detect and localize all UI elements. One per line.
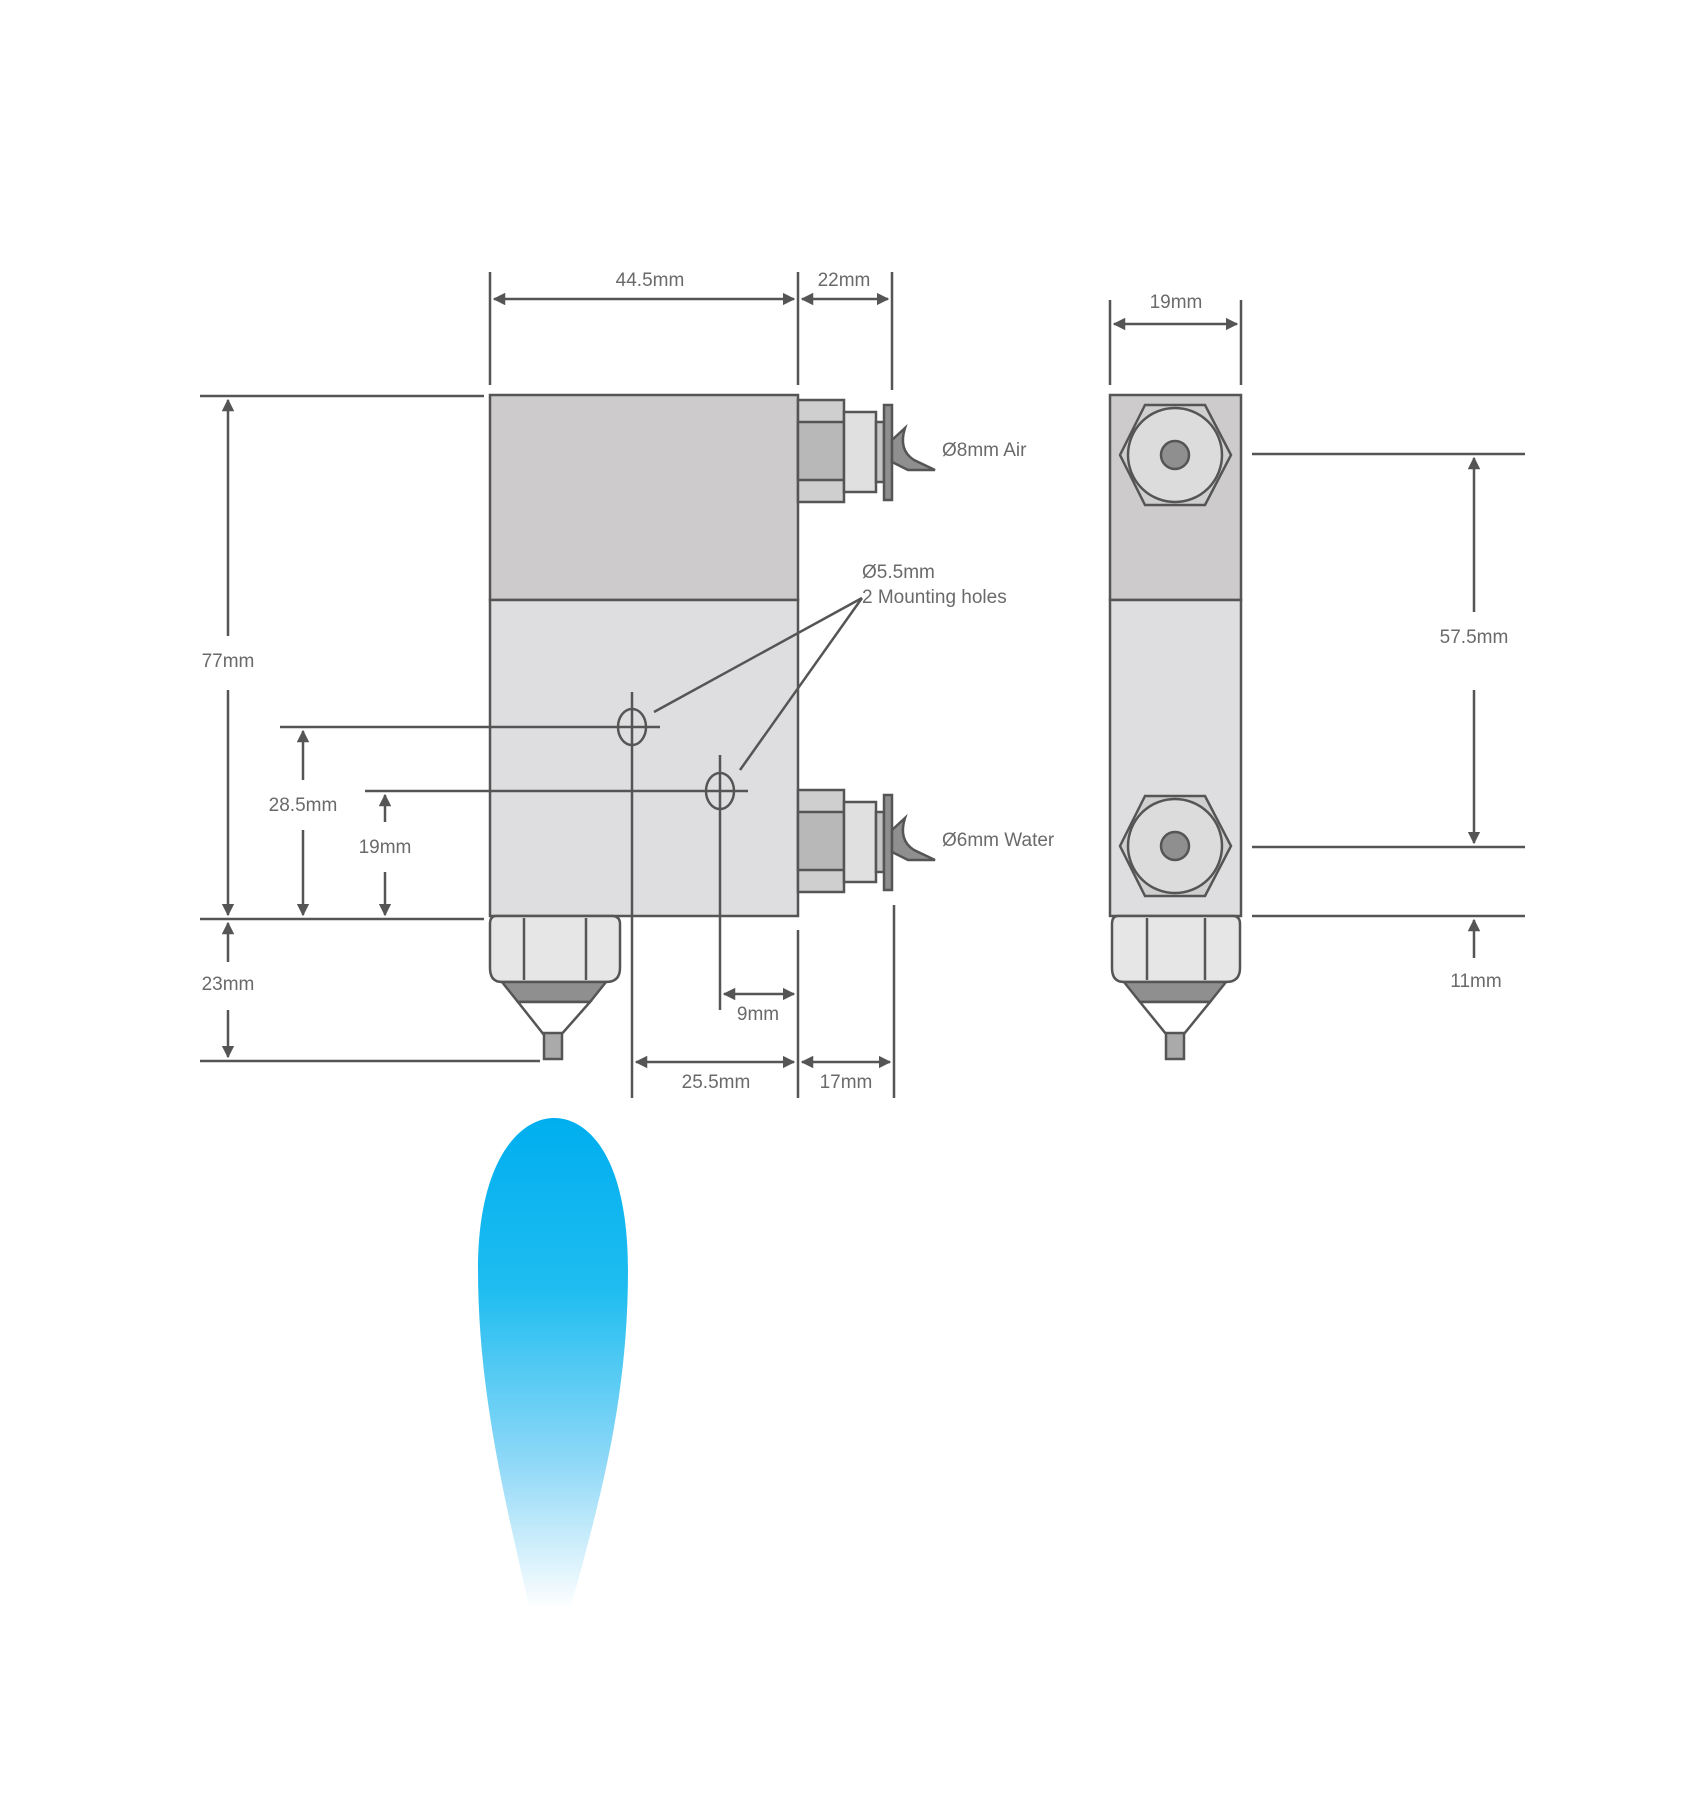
side-port-lower — [1118, 794, 1233, 898]
dim-fitting-length: 22mm — [818, 270, 871, 291]
air-fitting — [796, 398, 936, 504]
side-view: 19mm 57.5mm 11mm — [1108, 292, 1525, 1061]
label-holes-desc: 2 Mounting holes — [862, 587, 1007, 608]
dim-hole2-height: 19mm — [359, 837, 412, 858]
side-dim-width: 19mm — [1150, 292, 1203, 313]
dim-hole-offset: 9mm — [737, 1004, 779, 1025]
side-port-upper — [1118, 403, 1233, 507]
nozzle — [488, 914, 622, 1061]
dim-hole-to-side: 25.5mm — [682, 1072, 751, 1093]
side-nozzle — [1110, 914, 1242, 1061]
side-dim-port-spacing: 57.5mm — [1440, 627, 1509, 648]
label-air: Ø8mm Air — [942, 440, 1027, 461]
water-fitting — [796, 788, 936, 894]
body-lower — [488, 598, 800, 918]
label-water: Ø6mm Water — [942, 830, 1055, 851]
side-dim-bottom-offset: 11mm — [1450, 971, 1501, 992]
dim-nozzle-height: 23mm — [202, 974, 255, 995]
body-upper — [488, 393, 800, 602]
dim-hole1-height: 28.5mm — [269, 795, 338, 816]
spray-plume — [478, 1118, 628, 1610]
dim-height: 77mm — [202, 651, 255, 672]
dim-fitting-depth: 17mm — [820, 1072, 873, 1093]
dim-width: 44.5mm — [616, 270, 685, 291]
front-view: 44.5mm 22mm 77mm 23mm 28.5mm 19mm 9mm 25… — [200, 270, 1055, 1610]
label-holes-size: Ø5.5mm — [862, 562, 935, 583]
